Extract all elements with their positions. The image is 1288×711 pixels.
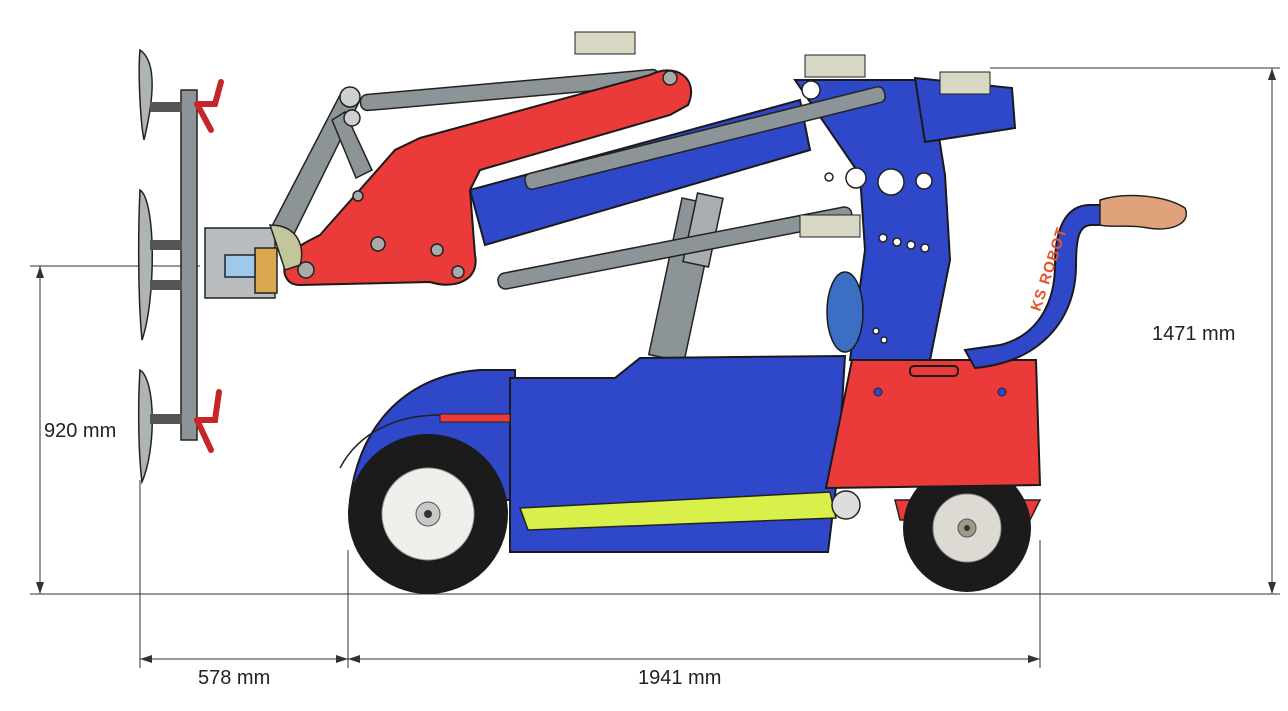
handle-grip	[1099, 194, 1188, 230]
dim-length-front: 578 mm	[198, 667, 270, 689]
dim-height-total: 1471 mm	[1152, 323, 1235, 345]
dim-height-cups: 920 mm	[44, 420, 116, 442]
rear-wheel	[894, 464, 1042, 592]
rotation-head	[204, 224, 303, 299]
lower-tube	[497, 206, 853, 290]
dimension-arrows	[36, 68, 1276, 663]
mast-holes	[801, 80, 933, 344]
valve-blocks	[574, 31, 866, 238]
red-boom	[283, 69, 693, 287]
vacuum-cup-frame	[137, 48, 224, 485]
yellow-frame	[518, 491, 837, 531]
red-boom-bolts	[297, 70, 678, 279]
power-cable	[339, 414, 441, 469]
front-wheel	[348, 434, 508, 594]
support-rods	[647, 192, 724, 363]
motor	[826, 271, 864, 353]
dim-length-body: 1941 mm	[638, 667, 721, 689]
dimension-lines	[30, 67, 1280, 668]
counterweight	[824, 359, 1042, 490]
boom-cylinder	[524, 86, 886, 190]
